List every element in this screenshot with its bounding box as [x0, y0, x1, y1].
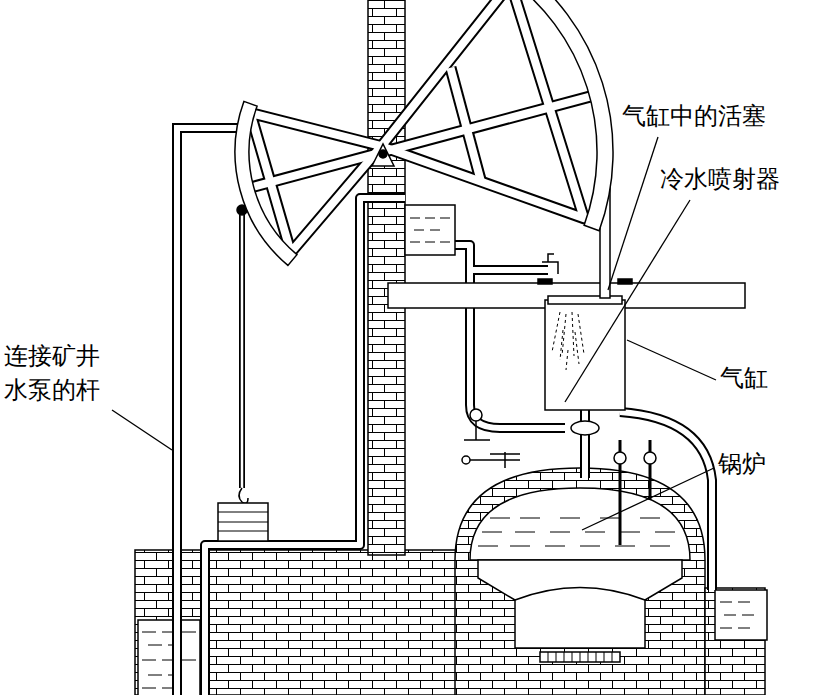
rocking-beam: [250, 82, 402, 253]
pivot: [379, 150, 387, 158]
cylinder: [552, 312, 584, 370]
part-label: 气缸: [720, 362, 800, 396]
valve: [464, 421, 490, 440]
pipe: [470, 267, 548, 273]
cylinder: [545, 300, 625, 410]
rocking-beam: [349, 0, 584, 264]
pipe: [620, 412, 712, 590]
water-reservoir: [138, 590, 767, 695]
part-label: 冷水喷射器: [660, 163, 810, 197]
rocking-beam: [245, 96, 593, 189]
rocking-beam: [245, 96, 593, 189]
rocking-beam: [211, 0, 622, 301]
platform-beam: [388, 283, 745, 308]
boiler-vessel: [478, 518, 675, 546]
part-label: 连接矿井 水泵的杆: [4, 340, 114, 407]
pipe: [582, 410, 588, 478]
pipe: [205, 198, 405, 695]
cylinder: [538, 279, 632, 410]
boiler-vessel: [470, 488, 690, 662]
cylinder: [548, 296, 622, 304]
part-label: 气缸中的活塞: [622, 100, 792, 134]
counterweight: [241, 210, 244, 488]
brick-base: [368, 0, 405, 555]
pipe: [620, 412, 712, 590]
rocking-beam: [349, 0, 584, 264]
counterweight: [218, 205, 268, 541]
pipe: [205, 198, 712, 695]
pipe: [205, 198, 405, 695]
valve: [571, 421, 599, 435]
brick-base: [455, 468, 705, 695]
water-tank: [405, 205, 455, 255]
pivot: [372, 144, 394, 166]
boiler-vessel: [515, 588, 645, 601]
counterweight: [218, 503, 268, 541]
boiler-vessel: [470, 488, 690, 560]
rocking-beam: [211, 0, 622, 301]
part-label: 锅炉: [718, 448, 798, 482]
water-tank: [405, 205, 455, 255]
counterweight: [218, 512, 268, 531]
leader-line: [627, 340, 716, 380]
pump-rod: [177, 128, 255, 695]
leader-line: [565, 200, 690, 402]
rocking-beam: [202, 0, 640, 318]
pump-rod: [177, 128, 255, 695]
valve: [470, 409, 482, 421]
rocking-beam: [503, 0, 639, 237]
water-reservoir: [720, 602, 754, 628]
leader-line: [608, 137, 658, 290]
valve: [644, 452, 656, 464]
pipe: [205, 198, 712, 695]
water-reservoir: [138, 620, 200, 695]
pipe: [580, 410, 590, 478]
pivot: [372, 144, 394, 166]
counterweight: [239, 488, 248, 503]
rocking-beam: [450, 68, 480, 181]
platform-beam: [388, 283, 745, 308]
water-reservoir: [142, 632, 196, 688]
cylinder: [538, 279, 552, 284]
leader-line: [112, 137, 716, 530]
valve: [614, 452, 626, 464]
counterweight: [239, 210, 245, 488]
leader-line: [582, 468, 714, 530]
valve: [542, 254, 558, 274]
pump-rod: [177, 128, 255, 695]
cylinder: [618, 279, 632, 284]
boiler-vessel: [540, 652, 620, 662]
valve: [462, 456, 470, 464]
rocking-beam: [218, 98, 299, 272]
boiler-vessel: [478, 560, 682, 648]
valve: [470, 452, 520, 468]
water-tank: [410, 218, 450, 242]
water-reservoir: [715, 590, 767, 640]
pipe: [205, 198, 712, 695]
leader-line: [112, 410, 172, 450]
pipe: [470, 265, 548, 275]
boiler-vessel: [548, 652, 612, 662]
